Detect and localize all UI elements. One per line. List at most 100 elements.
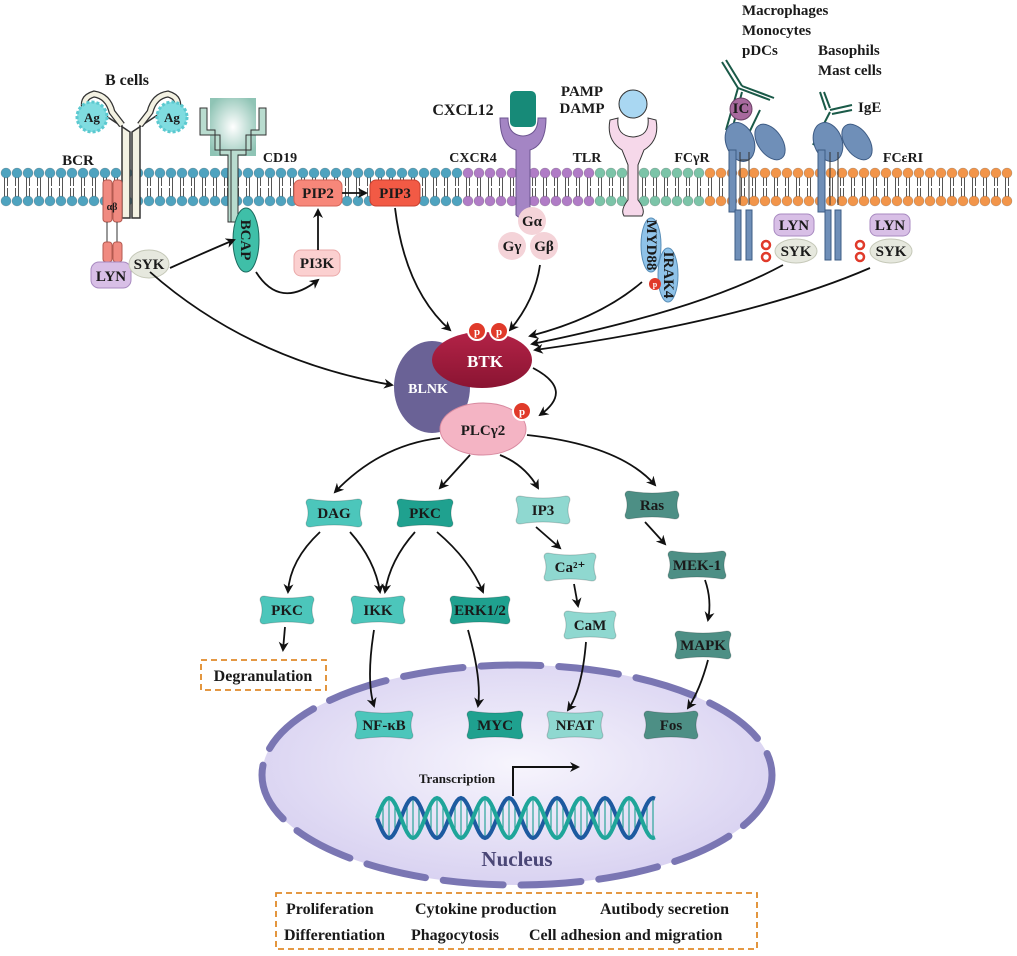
- basophils-label: Basophils: [818, 43, 880, 59]
- lipid-head: [704, 167, 716, 179]
- lipid-head: [561, 167, 573, 179]
- plcg2-arrows: [333, 434, 657, 494]
- g-beta-label: Gβ: [534, 239, 554, 255]
- tlr-label: TLR: [573, 151, 603, 166]
- cxcr4-label: CXCR4: [449, 151, 496, 166]
- lipid-head: [154, 195, 166, 207]
- erk-label: ERK1/2: [454, 603, 506, 619]
- lipid-head: [396, 167, 408, 179]
- lipid-head: [1001, 195, 1013, 207]
- lipid-head: [616, 167, 628, 179]
- outcome-phagocytosis: Phagocytosis: [411, 927, 499, 944]
- lipid-head: [198, 167, 210, 179]
- pip3-label: PIP3: [379, 186, 411, 202]
- lipid-head: [352, 195, 364, 207]
- lipid-head: [330, 167, 342, 179]
- ip3-node: IP3: [515, 495, 571, 525]
- outcome-differentiation: Differentiation: [284, 927, 385, 944]
- fcgr-label: FCγR: [674, 151, 710, 166]
- lipid-head: [891, 167, 903, 179]
- damp-label: DAMP: [560, 101, 605, 117]
- lipid-head: [858, 195, 870, 207]
- lyn-node-fceri: LYN: [869, 213, 911, 237]
- mapk-label: MAPK: [680, 638, 726, 654]
- outcome-antibody-secretion: Autibody secretion: [600, 901, 729, 918]
- dag-node: DAG: [305, 498, 363, 528]
- nfkb-label: NF-κB: [362, 718, 405, 734]
- lipid-head: [605, 167, 617, 179]
- lyn-node-bcell: LYN: [90, 261, 132, 289]
- lyn-label: LYN: [779, 218, 809, 234]
- irak4-node: IRAK4: [657, 247, 679, 303]
- ras-label: Ras: [640, 498, 664, 514]
- lipid-head: [154, 167, 166, 179]
- lipid-head: [836, 167, 848, 179]
- ic-label: IC: [733, 101, 750, 117]
- g-alpha-label: Gα: [522, 214, 543, 230]
- lipid-head: [165, 167, 177, 179]
- fcgr-receptor: [724, 122, 786, 261]
- cxcr4-receptor: [499, 117, 547, 219]
- syk-label: SYK: [781, 244, 812, 260]
- lipid-head: [748, 167, 760, 179]
- b-cells-label: B cells: [105, 72, 149, 89]
- lipid-head: [704, 195, 716, 207]
- phospho-label: p: [474, 326, 480, 338]
- lipid-head: [143, 195, 155, 207]
- lipid-head: [407, 167, 419, 179]
- pkc-top-label: PKC: [409, 506, 441, 522]
- lipid-head: [88, 167, 100, 179]
- mapk-node: MAPK: [674, 630, 732, 660]
- lipid-head: [451, 195, 463, 207]
- lipid-head: [770, 195, 782, 207]
- pip2-node: PIP2: [293, 179, 343, 207]
- lipid-head: [693, 195, 705, 207]
- pkc-low-label: PKC: [271, 603, 303, 619]
- pamp-ligand: [618, 89, 648, 119]
- fceri-receptor: [812, 122, 873, 261]
- lipid-head: [836, 195, 848, 207]
- lipid-head: [561, 195, 573, 207]
- pamp-label: PAMP: [561, 84, 603, 100]
- lipid-head: [363, 167, 375, 179]
- lipid-head: [429, 167, 441, 179]
- lipid-head: [550, 195, 562, 207]
- cxcl12-label: CXCL12: [432, 102, 493, 119]
- pi3k-node: PI3K: [293, 249, 341, 277]
- dag-label: DAG: [317, 506, 351, 522]
- lipid-head: [341, 167, 353, 179]
- nfkb-node: NF-κB: [354, 710, 414, 740]
- lipid-head: [913, 195, 925, 207]
- lipid-head: [198, 195, 210, 207]
- cd19-label: CD19: [263, 151, 297, 166]
- degranulation-box: Degranulation: [200, 659, 327, 691]
- cell-membrane: [0, 167, 1017, 207]
- lipid-head: [913, 167, 925, 179]
- lipid-head: [11, 167, 23, 179]
- lipid-head: [979, 167, 991, 179]
- lipid-head: [11, 195, 23, 207]
- lipid-head: [176, 195, 188, 207]
- mek-node: MEK-1: [667, 550, 727, 580]
- lipid-head: [385, 167, 397, 179]
- lipid-head: [429, 195, 441, 207]
- irak4-label: IRAK4: [660, 252, 676, 299]
- antigen-label: Ag: [164, 110, 180, 125]
- cam-label: CaM: [574, 618, 607, 634]
- pip2-label: PIP2: [302, 186, 334, 202]
- transcription-arrow: [512, 762, 580, 796]
- phospho-label: p: [653, 280, 658, 289]
- lipid-head: [715, 167, 727, 179]
- lipid-head: [539, 195, 551, 207]
- lipid-head: [759, 167, 771, 179]
- pkc-top-node: PKC: [396, 498, 454, 528]
- alpha-beta-label: αβ: [107, 202, 118, 213]
- lipid-head: [209, 167, 221, 179]
- lipid-head: [66, 167, 78, 179]
- lipid-head: [1001, 167, 1013, 179]
- lipid-head: [649, 167, 661, 179]
- lipid-head: [77, 195, 89, 207]
- myc-label: MYC: [477, 718, 513, 734]
- lipid-head: [275, 167, 287, 179]
- dna-strand: [375, 795, 656, 841]
